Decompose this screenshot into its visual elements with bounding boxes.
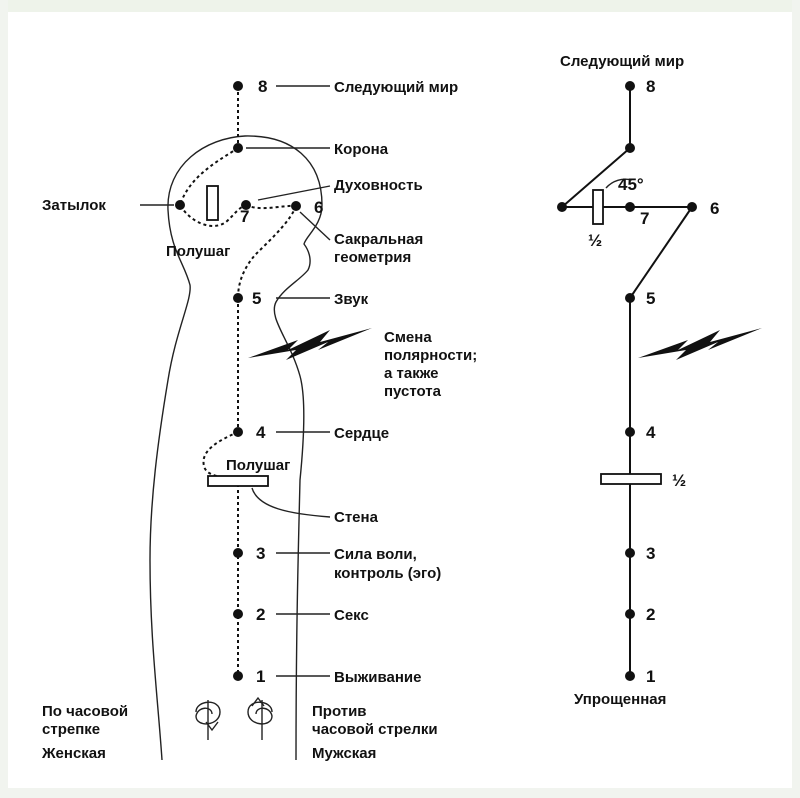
label-polarity-line3: а также <box>384 365 439 382</box>
label-willpower-line2: контроль (эго) <box>334 565 441 582</box>
label-polarity-line1: Смена <box>384 329 432 346</box>
point-5 <box>233 293 243 303</box>
label-polarity-line2: полярности; <box>384 347 477 364</box>
clockwise-spiral-icon <box>196 700 220 740</box>
rpoint-7 <box>625 202 635 212</box>
label-survival: Выживание <box>334 669 422 686</box>
number-4-right: 4 <box>646 423 656 442</box>
chakra-points-right <box>557 81 697 681</box>
point-crown <box>233 143 243 153</box>
rpoint-8 <box>625 81 635 91</box>
number-1-right: 1 <box>646 667 655 686</box>
number-7-right: 7 <box>640 209 649 228</box>
label-polarity-line4: пустота <box>384 383 442 400</box>
half-bar-middle <box>601 474 661 484</box>
number-1-left: 1 <box>256 667 265 686</box>
point-1 <box>233 671 243 681</box>
lightning-bolt-right-icon <box>638 328 762 360</box>
rpoint-2 <box>625 609 635 619</box>
label-occiput: Затылок <box>42 197 106 214</box>
label-male: Мужская <box>312 745 376 762</box>
body-outline-front <box>168 136 322 760</box>
number-6-right: 6 <box>710 199 719 218</box>
point-6 <box>291 201 301 211</box>
number-5-left: 5 <box>252 289 261 308</box>
hemisphere-bar-top <box>207 186 218 220</box>
label-half-top: ½ <box>588 231 602 250</box>
point-2 <box>233 609 243 619</box>
half-bar-top <box>593 190 603 224</box>
label-clockwise-line2: стрепке <box>42 721 100 738</box>
rpoint-3 <box>625 548 635 558</box>
chakra-line-left <box>180 86 296 676</box>
lightning-bolt-left-icon <box>248 328 372 360</box>
label-next-world-right: Следующий мир <box>560 53 684 70</box>
number-8-left: 8 <box>258 77 267 96</box>
rpoint-occiput <box>557 202 567 212</box>
label-next-world-left: Следующий мир <box>334 79 458 96</box>
label-counterclockwise-line2: часовой стрелки <box>312 721 438 738</box>
label-angle: 45° <box>618 175 644 194</box>
chakra-points-left <box>175 81 301 681</box>
label-half-mid: ½ <box>672 471 686 490</box>
label-heart: Сердце <box>334 425 389 442</box>
number-4-left: 4 <box>256 423 266 442</box>
rpoint-crown <box>625 143 635 153</box>
rpoint-5 <box>625 293 635 303</box>
number-5-right: 5 <box>646 289 655 308</box>
label-clockwise-line1: По часовой <box>42 703 128 720</box>
label-counterclockwise-line1: Против <box>312 703 367 720</box>
body-outline-back <box>150 210 190 760</box>
label-simplified: Упрощенная <box>574 691 666 708</box>
rpoint-6 <box>687 202 697 212</box>
counterclockwise-spiral-icon <box>248 698 272 740</box>
label-wall: Стена <box>334 509 379 526</box>
label-hemisphere-mid: Полушаг <box>226 457 290 474</box>
label-female: Женская <box>41 745 106 762</box>
label-sex: Секс <box>334 607 369 624</box>
rpoint-1 <box>625 671 635 681</box>
label-sacred-line1: Сакральная <box>334 231 423 248</box>
label-willpower-line1: Сила воли, <box>334 546 417 563</box>
number-8-right: 8 <box>646 77 655 96</box>
number-2-right: 2 <box>646 605 655 624</box>
number-3-left: 3 <box>256 544 265 563</box>
rpoint-4 <box>625 427 635 437</box>
number-6-left: 6 <box>314 198 323 217</box>
hemisphere-bar-middle <box>208 476 268 486</box>
point-4 <box>233 427 243 437</box>
number-7-left: 7 <box>240 207 249 226</box>
label-sound: Звук <box>334 291 369 308</box>
point-occiput <box>175 200 185 210</box>
point-8 <box>233 81 243 91</box>
label-hemisphere-top: Полушаг <box>166 243 230 260</box>
body-silhouette <box>150 136 322 760</box>
point-3 <box>233 548 243 558</box>
label-sacred-line2: геометрия <box>334 249 411 266</box>
number-2-left: 2 <box>256 605 265 624</box>
label-crown: Корона <box>334 141 389 158</box>
label-spirituality: Духовность <box>334 177 423 194</box>
number-3-right: 3 <box>646 544 655 563</box>
